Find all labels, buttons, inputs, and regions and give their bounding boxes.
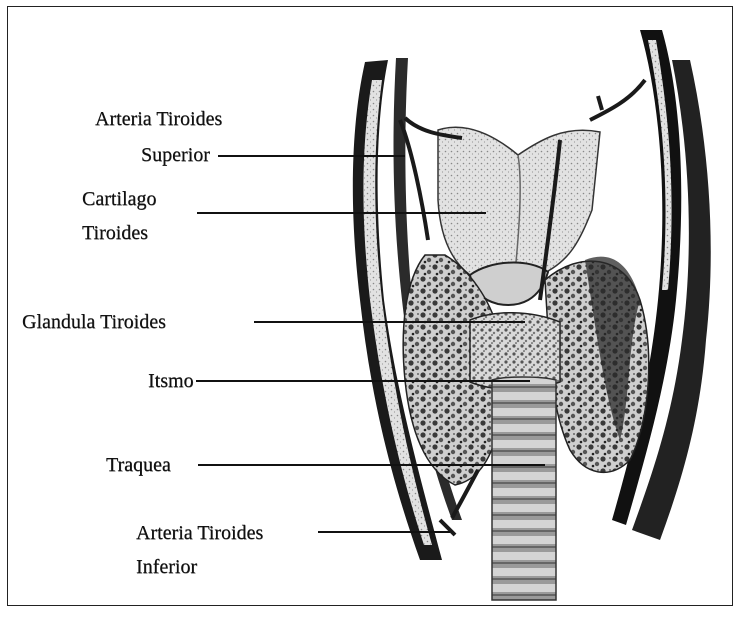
label-arteria-inferior-line2: Inferior: [136, 554, 197, 580]
label-arteria-superior-line1: Arteria Tiroides: [95, 106, 222, 132]
label-arteria-superior-line2: Superior: [141, 142, 210, 168]
label-glandula: Glandula Tiroides: [22, 309, 166, 335]
label-cartilago-line2: Tiroides: [82, 220, 148, 246]
label-arteria-inferior-line1: Arteria Tiroides: [136, 520, 263, 546]
trachea: [492, 377, 556, 600]
label-itsmo: Itsmo: [148, 368, 194, 394]
label-cartilago-line1: Cartilago: [82, 186, 156, 212]
label-traquea: Traquea: [106, 452, 171, 478]
